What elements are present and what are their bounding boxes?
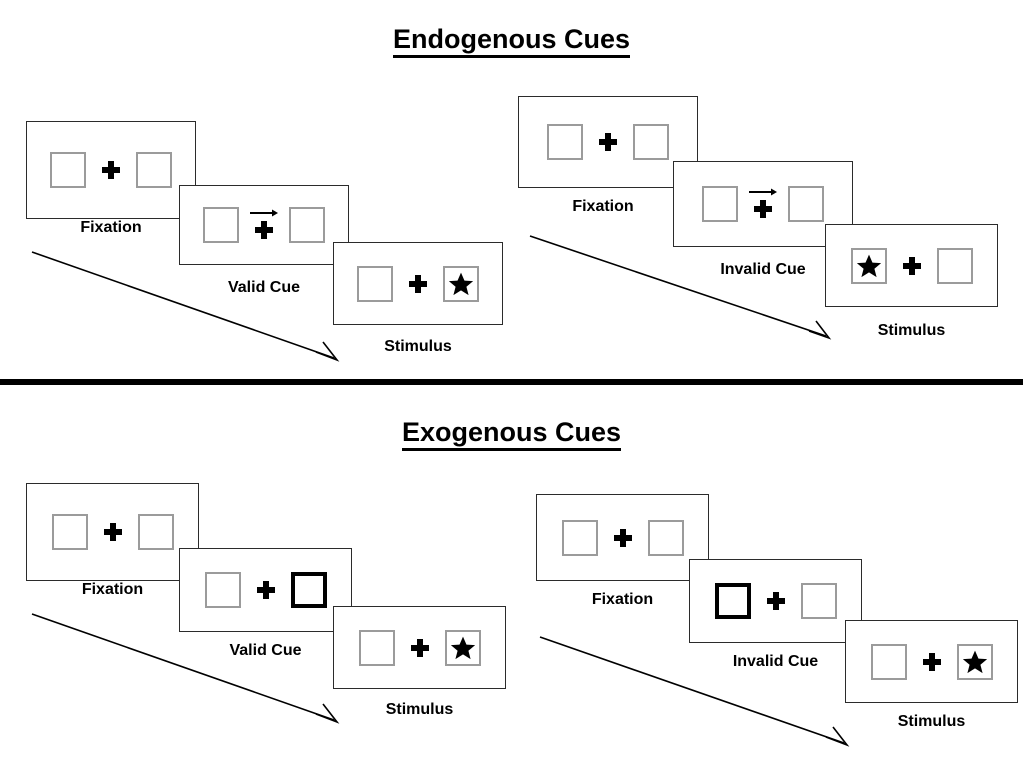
fixation-cross-wrap <box>102 152 120 188</box>
fixation-cross-wrap <box>766 583 785 619</box>
frame-endogenous-invalid-fixation <box>518 96 698 188</box>
fixation-cross-wrap <box>256 572 275 608</box>
fixation-cross-wrap <box>409 266 427 302</box>
caption-exogenous-invalid-stimulus: Stimulus <box>897 713 966 730</box>
placeholder-box-left <box>702 186 738 222</box>
page-title-exogenous: Exogenous Cues <box>0 417 1023 451</box>
caption-exogenous-valid-cue: Valid Cue <box>229 642 302 659</box>
plus-icon <box>102 161 120 179</box>
placeholder-box-right <box>936 247 973 284</box>
star-icon <box>450 636 475 659</box>
plus-icon <box>613 528 632 547</box>
arrow-right-icon <box>250 209 278 217</box>
frame-exogenous-valid-stimulus <box>333 606 506 689</box>
placeholder-box-left-target <box>850 247 887 284</box>
frame-exogenous-invalid-fixation <box>536 494 709 581</box>
placeholder-box-right <box>800 583 837 619</box>
caption-endogenous-invalid-stimulus: Stimulus <box>877 322 946 339</box>
frame-exogenous-valid-fixation <box>26 483 199 581</box>
fixation-cross-wrap <box>613 520 632 556</box>
endogenous-title-text: Endogenous Cues <box>392 24 630 58</box>
placeholder-box-right <box>137 514 174 550</box>
placeholder-box-left <box>561 519 598 556</box>
fixation-cross-wrap <box>902 248 921 284</box>
placeholder-box-left <box>357 265 393 302</box>
placeholder-box-right-target <box>443 265 479 302</box>
caption-exogenous-valid-fixation: Fixation <box>81 581 144 598</box>
frame-endogenous-invalid-stimulus <box>825 224 998 307</box>
fixation-cross-wrap <box>250 207 278 243</box>
plus-icon <box>409 274 427 293</box>
placeholder-box-left <box>547 124 583 160</box>
fixation-cross-wrap <box>599 124 617 160</box>
star-icon <box>856 254 881 277</box>
caption-endogenous-valid-fixation: Fixation <box>80 219 142 236</box>
page-title-endogenous: Endogenous Cues <box>0 24 1023 58</box>
fixation-cross-wrap <box>103 514 122 550</box>
placeholder-box-left <box>51 514 88 550</box>
placeholder-box-right <box>633 124 669 160</box>
star-icon <box>448 272 474 295</box>
plus-icon <box>754 200 772 218</box>
flow-arrow-endogenous-invalid <box>529 235 832 340</box>
placeholder-box-left <box>203 207 239 243</box>
placeholder-box-right-cued <box>290 572 327 608</box>
frame-exogenous-invalid-stimulus <box>845 620 1018 703</box>
star-icon <box>962 650 987 673</box>
section-divider <box>0 379 1023 385</box>
frame-endogenous-valid-cue <box>179 185 349 265</box>
fixation-cross-wrap <box>749 186 777 222</box>
caption-endogenous-valid-stimulus: Stimulus <box>384 338 452 355</box>
placeholder-box-right-target <box>444 629 481 666</box>
flow-arrow-endogenous-valid <box>31 251 340 362</box>
caption-exogenous-invalid-cue: Invalid Cue <box>732 653 819 670</box>
arrow-right-icon <box>749 188 777 196</box>
plus-icon <box>766 592 785 610</box>
frame-endogenous-valid-stimulus <box>333 242 503 325</box>
flow-arrow-exogenous-invalid <box>539 636 850 747</box>
fixation-cross-wrap <box>410 630 429 666</box>
frame-exogenous-invalid-cue <box>689 559 862 643</box>
fixation-cross-wrap <box>922 644 941 680</box>
exogenous-title-text: Exogenous Cues <box>401 417 622 451</box>
placeholder-box-right <box>136 152 172 188</box>
placeholder-box-left <box>204 572 241 608</box>
plus-icon <box>599 133 617 151</box>
placeholder-box-right <box>289 207 325 243</box>
plus-icon <box>902 256 921 275</box>
placeholder-box-right <box>647 519 684 556</box>
placeholder-box-left-cued <box>714 583 751 619</box>
placeholder-box-right <box>788 186 824 222</box>
placeholder-box-right-target <box>956 643 993 680</box>
placeholder-box-left <box>358 629 395 666</box>
frame-endogenous-invalid-cue <box>673 161 853 247</box>
frame-endogenous-valid-fixation <box>26 121 196 219</box>
plus-icon <box>103 523 122 541</box>
placeholder-box-left <box>870 643 907 680</box>
placeholder-box-left <box>50 152 86 188</box>
plus-icon <box>255 221 273 239</box>
caption-exogenous-valid-stimulus: Stimulus <box>385 701 454 718</box>
plus-icon <box>922 652 941 671</box>
caption-endogenous-invalid-fixation: Fixation <box>572 198 634 215</box>
plus-icon <box>410 638 429 657</box>
plus-icon <box>256 581 275 599</box>
caption-exogenous-invalid-fixation: Fixation <box>591 591 654 608</box>
frame-exogenous-valid-cue <box>179 548 352 632</box>
caption-endogenous-valid-cue: Valid Cue <box>227 279 301 296</box>
